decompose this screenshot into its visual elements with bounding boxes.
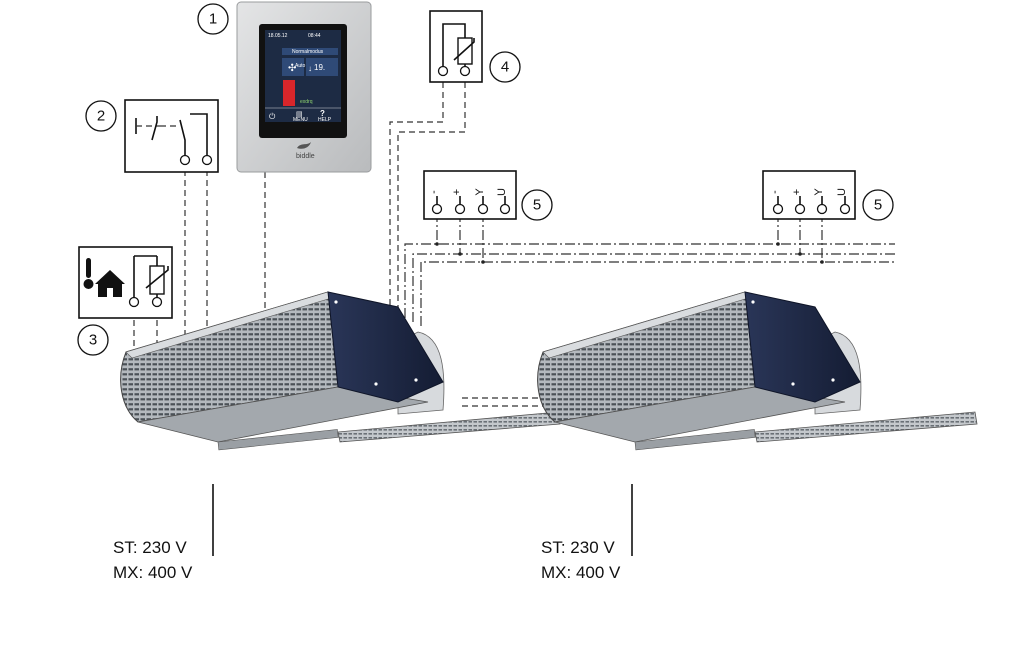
callout-2: 2 — [85, 100, 117, 132]
callout-1: 1 — [197, 3, 229, 35]
controller-mode: Normalmodus — [292, 49, 324, 55]
controller-temp: 19. — [314, 63, 325, 72]
controller-fan-mode: Auto — [295, 63, 306, 69]
terminal-plus-label: + — [451, 189, 463, 195]
voltage-st-left: ST: 230 V — [113, 538, 187, 557]
controller-clock: 08:44 — [308, 33, 321, 39]
room-thermostat-symbol — [78, 246, 173, 319]
controller-help-label: HELP — [318, 117, 332, 123]
temperature-sensor-symbol — [429, 10, 483, 83]
biddle-logo-icon — [297, 142, 311, 149]
terminal-y-label: Y — [813, 188, 825, 196]
indicator-bar — [283, 80, 295, 106]
controller-brand: biddle — [296, 153, 315, 160]
callout-3-label: 3 — [89, 332, 97, 349]
callout-3: 3 — [77, 324, 109, 356]
fan-icon: ✣ — [288, 63, 296, 74]
callout-4-label: 4 — [501, 59, 509, 76]
terminal-y-label: Y — [474, 188, 486, 196]
terminal-u-label: U — [836, 188, 848, 196]
help-icon: ? — [320, 109, 325, 118]
air-curtain-unit-left — [120, 291, 561, 451]
power-icon: ⏻ — [269, 112, 276, 121]
door-switch-symbol — [124, 99, 219, 173]
callout-5-right: 5 — [862, 189, 894, 221]
callout-5-right-label: 5 — [874, 197, 882, 214]
voltage-st-right: ST: 230 V — [541, 538, 615, 557]
bms-terminal-block-left: - + Y U — [423, 170, 517, 220]
voltage-mx-left: MX: 400 V — [113, 563, 193, 582]
voltage-mx-right: MX: 400 V — [541, 563, 621, 582]
terminal-minus-label: - — [428, 190, 440, 194]
arrow-down-icon: ↓ — [308, 64, 312, 73]
menu-icon: ▤ — [296, 111, 303, 118]
terminal-minus-label: - — [769, 190, 781, 194]
callout-4: 4 — [489, 51, 521, 83]
callout-1-label: 1 — [209, 11, 217, 28]
controller-menu-label: MENU — [293, 117, 308, 123]
callout-5-left-label: 5 — [533, 197, 541, 214]
bms-terminal-block-right: - + Y U — [762, 170, 856, 220]
house-icon — [95, 270, 125, 297]
controller-status: exdrq — [300, 99, 313, 105]
controller-date: 18.05.12 — [268, 33, 288, 39]
terminal-u-label: U — [496, 188, 508, 196]
callout-2-label: 2 — [97, 108, 105, 125]
thermometer-icon — [83, 258, 94, 289]
air-curtain-unit-right — [537, 291, 978, 451]
terminal-plus-label: + — [791, 189, 803, 195]
controller-panel: 18.05.12 08:44 Normalmodus ✣ Auto ↓ 19. … — [236, 1, 372, 173]
callout-5-left: 5 — [521, 189, 553, 221]
